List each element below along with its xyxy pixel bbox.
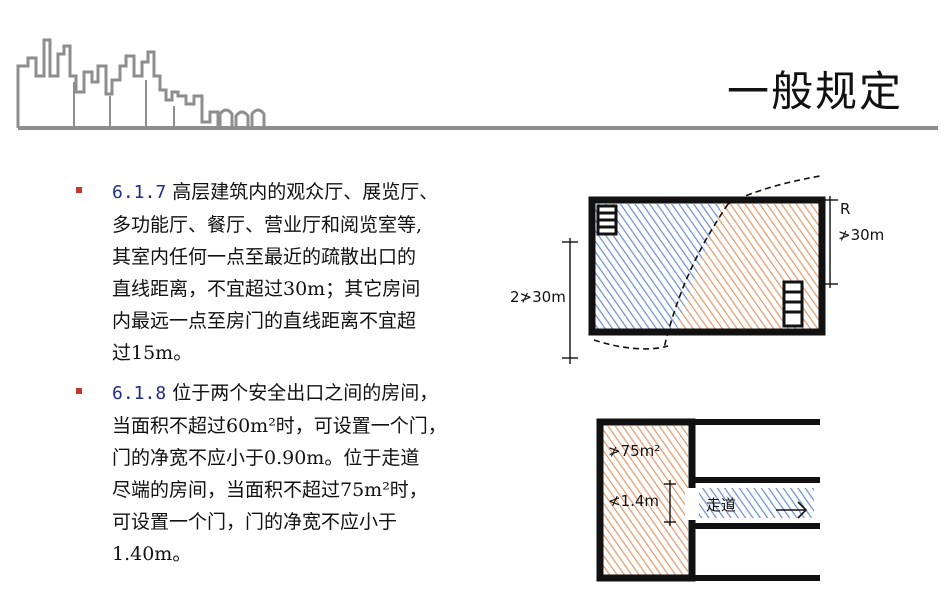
distance-arc: [727, 175, 821, 205]
corridor-label: 走道: [706, 496, 736, 514]
rule-line: 位于两个安全出口之间的房间，: [172, 382, 439, 404]
blue-hatch-zone: [594, 204, 722, 330]
distance-arc: [663, 203, 729, 349]
bullet-icon: [76, 388, 82, 394]
area-label: ≯75m²: [608, 442, 660, 460]
rule-number: 6.1.7: [112, 182, 167, 203]
left-distance-label: 2≯30m: [510, 288, 566, 306]
rule-line: 可设置一个门，门的净宽不应小于: [112, 511, 398, 533]
orange-hatch-zone: [602, 426, 688, 576]
rule-line: 多功能厅、餐厅、营业厅和阅览室等,: [112, 214, 423, 236]
rule-number: 6.1.8: [112, 383, 167, 404]
stair-icon: [596, 204, 618, 236]
room-evacuation-sketch: R ≯30m 2≯30m: [510, 175, 884, 364]
door-opening: [685, 488, 699, 520]
slide-header: 一般规定: [0, 0, 947, 140]
rule-line: 过15m。: [112, 342, 193, 364]
rule-line: 内最远一点至房门的直线距离不宜超: [112, 310, 417, 332]
city-skyline-icon: [16, 38, 266, 128]
rule-line: 1.40m。: [112, 543, 192, 565]
arrow-right-icon: [776, 501, 808, 519]
slide-title: 一般规定: [726, 67, 903, 116]
radius-label: R: [840, 200, 850, 218]
rule-line: 尽端的房间，当面积不超过75m²时，: [112, 479, 428, 501]
rule-line: 直线距离，不宜超过30m；其它房间: [112, 278, 421, 300]
distance-arc: [593, 339, 669, 350]
room-door-sketch: ≯75m² ≮1.4m 走道: [596, 418, 820, 582]
rule-line: 其室内任何一点至最近的疏散出口的: [112, 246, 417, 268]
corridor-hatch: [688, 488, 814, 518]
right-distance-label: ≯30m: [838, 226, 884, 244]
stair-icon: [782, 280, 804, 328]
door-width-label: ≮1.4m: [608, 492, 659, 510]
rule-line: 当面积不超过60m²时，可设置一个门，: [112, 415, 447, 437]
room-outline: [588, 196, 826, 336]
rule-line: 高层建筑内的观众厅、展览厅、: [172, 181, 439, 203]
rule-line: 门的净宽不应小于0.90m。位于走道: [112, 447, 420, 469]
bullet-icon: [76, 187, 82, 193]
title-divider: [18, 126, 938, 130]
